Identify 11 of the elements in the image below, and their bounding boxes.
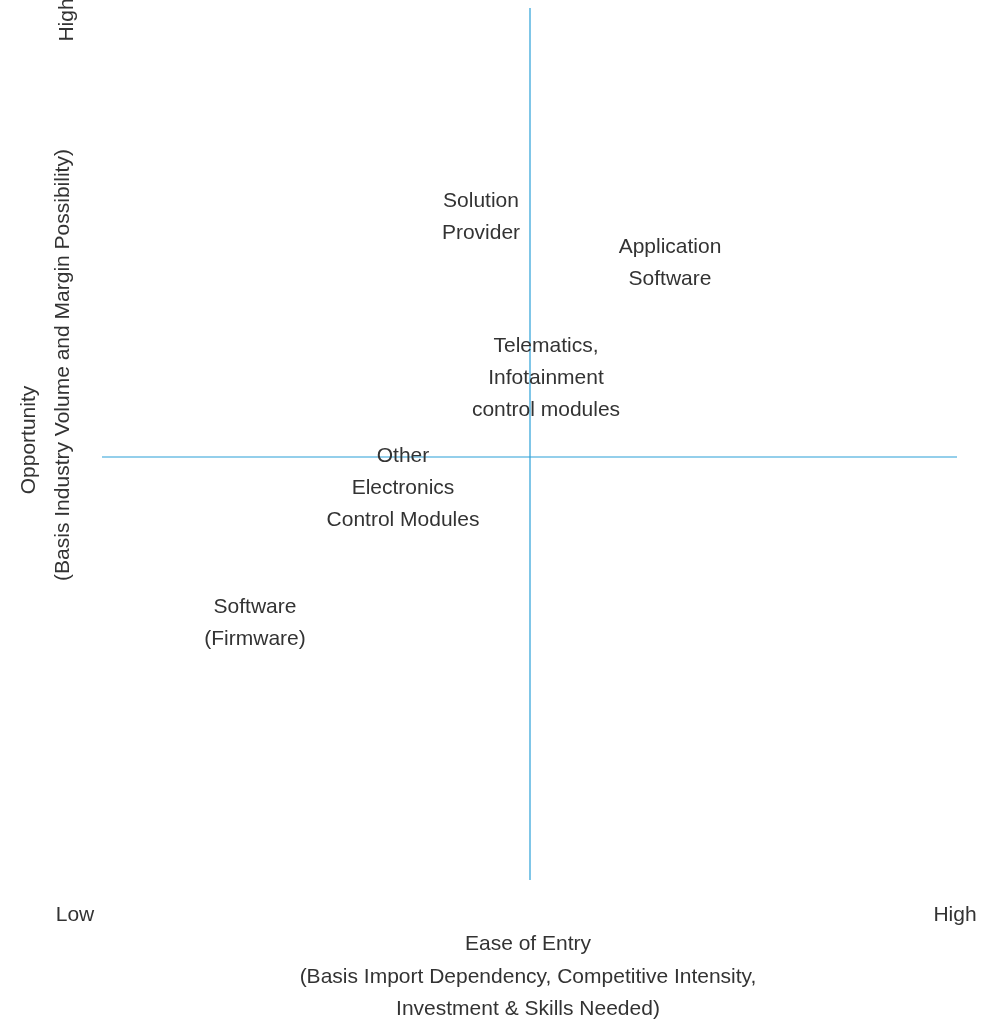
axis-title: Ease of Entry [463, 930, 593, 956]
axis-subtitle: (Basis Import Dependency, Competitive Intensity, Investment & Skills Needed) [298, 963, 758, 1021]
axis-end-label: Low [54, 901, 96, 927]
axis-subtitle: (Basis Industry Volume and Margin Possibility) [48, 149, 74, 581]
axis-title: Opportunity [14, 385, 40, 495]
axis-end-label: High [932, 901, 978, 927]
quadrant-item-label: Software (Firmware) [203, 593, 307, 651]
quadrant-item-label: Solution Provider [440, 187, 522, 245]
axis-end-label: High [52, 0, 78, 42]
quadrant-item-label: Other Electronics Control Modules [325, 442, 481, 532]
quadrant-item-label: Application Software [617, 233, 723, 291]
